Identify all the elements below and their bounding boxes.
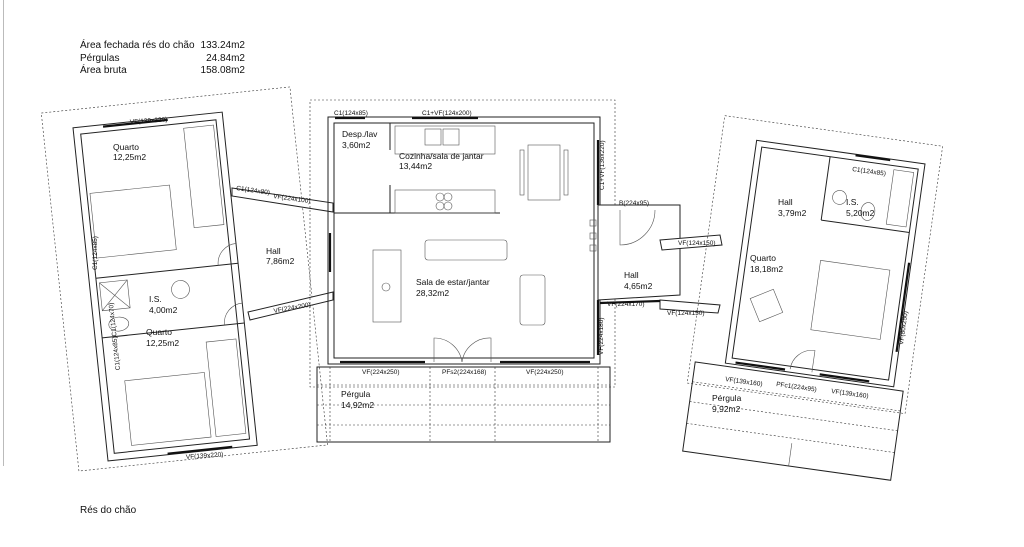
- area-label: Área fechada rés do chão: [80, 40, 195, 51]
- page-border: [3, 0, 4, 466]
- area-value: 133.24m2: [200, 40, 245, 51]
- area-value: 158.08m2: [200, 65, 245, 76]
- right-wing: [682, 115, 943, 481]
- room-area: 14,92m2: [341, 400, 374, 410]
- area-row: Área fechada rés do chão 133.24m2: [80, 40, 245, 53]
- opening-label: VF(139x220): [130, 116, 168, 126]
- area-row: Área bruta 158.08m2: [80, 65, 245, 78]
- opening-label: PFc1(224x95): [776, 381, 817, 394]
- opening-label: C1(124x85): [92, 236, 99, 270]
- opening-label: VF(139x220): [186, 451, 224, 461]
- area-label: Pérgulas: [80, 52, 120, 64]
- room-name: I.S.: [149, 294, 162, 304]
- center-hall-annex: [597, 204, 681, 301]
- opening-label: VF(224x250): [362, 369, 400, 376]
- room-name: Hall: [778, 197, 793, 207]
- room-name: Hall: [624, 270, 639, 280]
- link-right-bottom: [659, 299, 721, 314]
- room-area: 12,25m2: [146, 338, 179, 348]
- room-name: Quarto: [113, 142, 139, 152]
- room-name: Cozinha/sala de jantar: [399, 151, 484, 161]
- opening-label: PFs2(224x168): [442, 369, 486, 376]
- opening-label: VF(224x180): [598, 317, 605, 355]
- opening-label: VF(139x160): [831, 388, 869, 400]
- opening-label: B(224x95): [619, 200, 649, 207]
- area-row: Pérgulas 24.84m2: [80, 53, 245, 66]
- room-name: Desp./lav: [342, 129, 378, 139]
- room-labels: Quarto 12,25m2 Hall 7,86m2 I.S. 4,00m2 Q…: [113, 129, 875, 414]
- drawing-caption: Rés do chão: [80, 505, 137, 516]
- area-summary: Área fechada rés do chão 133.24m2 Pérgula…: [80, 40, 245, 78]
- opening-label: C1+VF(136x220): [599, 140, 606, 190]
- room-area: 4,65m2: [624, 281, 653, 291]
- room-name: I.S.: [846, 197, 859, 207]
- link-corridor-bottom: [247, 291, 334, 321]
- center-block: [309, 99, 616, 443]
- room-area: 3,60m2: [342, 140, 371, 150]
- opening-label: VF(139x160): [725, 376, 763, 388]
- room-name: Quarto: [146, 327, 172, 337]
- opening-label: VF(80x250): [898, 311, 910, 346]
- room-name: Pérgula: [712, 393, 742, 403]
- room-area: 18,18m2: [750, 264, 783, 274]
- left-wing: [40, 86, 328, 472]
- room-name: Sala de estar/jantar: [416, 277, 490, 287]
- room-name: Pérgula: [341, 389, 371, 399]
- opening-label: C1(124x80): [236, 185, 271, 197]
- room-area: 7,86m2: [266, 256, 295, 266]
- opening-label: VF(224x170): [607, 301, 645, 308]
- room-area: 9,92m2: [712, 404, 741, 414]
- area-value: 24.84m2: [206, 52, 245, 64]
- room-area: 28,32m2: [416, 288, 449, 298]
- opening-label: C1(124x85): [852, 166, 887, 178]
- room-area: 3,79m2: [778, 208, 807, 218]
- room-name: Quarto: [750, 253, 776, 263]
- room-area: 12,25m2: [113, 152, 146, 162]
- room-name: Hall: [266, 246, 281, 256]
- room-area: 5,20m2: [846, 208, 875, 218]
- opening-label: VF(124x150): [678, 240, 716, 247]
- room-area: 13,44m2: [399, 161, 432, 171]
- opening-label: C1(124x85): [334, 110, 368, 117]
- link-corridor-top: [231, 187, 334, 213]
- opening-label: VF(124x150): [667, 310, 705, 317]
- area-label: Área bruta: [80, 65, 127, 76]
- opening-label: VF(224x250): [526, 369, 564, 376]
- opening-labels: VF(139x220) C1(124x85) C1(124x80) VF(224…: [92, 110, 910, 461]
- room-area: 4,00m2: [149, 305, 178, 315]
- opening-label: C1+VF(124x200): [422, 110, 472, 117]
